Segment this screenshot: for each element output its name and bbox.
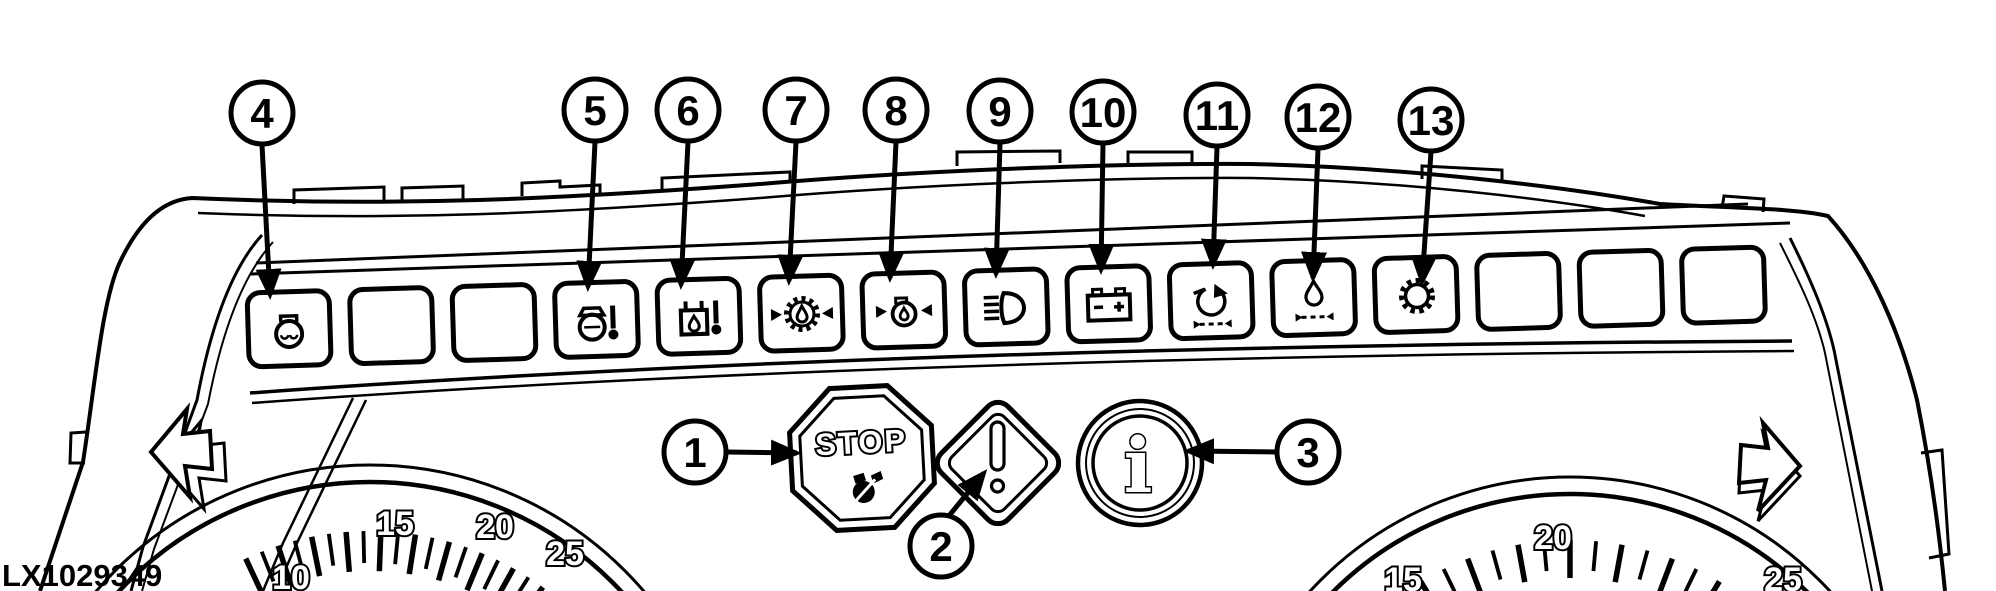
right-gauge-label: 25: [1764, 561, 1802, 591]
lamp-window-hydraulic-temp: [654, 275, 744, 357]
callout-1-label: 1: [683, 429, 706, 476]
leader-3: [1183, 438, 1278, 465]
callout-2: [907, 512, 975, 580]
leader-1: [726, 439, 802, 466]
callout-12-label: 12: [1295, 94, 1342, 141]
left-turn-arrow-icon: [148, 402, 228, 514]
callout-bubbles: 1 2 3 4 5 6 7 8 9 10 11 12 13: [228, 76, 1465, 580]
leader-2: [946, 469, 988, 519]
leader-11: [1200, 146, 1227, 270]
right-gauge-label: 15: [1384, 561, 1422, 591]
callout-7-label: 7: [784, 87, 807, 134]
callout-5: [561, 76, 629, 144]
callout-8-label: 8: [884, 87, 907, 134]
callout-11: [1183, 81, 1251, 149]
right-gauge: 15 20 25: [1308, 475, 1832, 591]
top-mount-tabs: [292, 149, 1766, 213]
right-mount-tab: [1920, 448, 1951, 560]
stop-indicator: STOP: [787, 383, 937, 533]
left-mount-tab: [68, 430, 87, 465]
lamp-window-empty-4: [1576, 247, 1666, 329]
left-gauge-label: 15: [376, 505, 414, 543]
lamp-window-engine-oil-pressure: [244, 288, 334, 370]
coolant-temperature-icon: [576, 305, 619, 342]
callout-13: [1397, 86, 1465, 154]
leader-10: [1088, 143, 1115, 275]
lamp-window-empty-2: [449, 282, 539, 363]
panel-outline: [38, 149, 1951, 591]
callout-3-label: 3: [1296, 429, 1319, 476]
figure-code: LX1029349: [2, 558, 162, 591]
leader-6: [669, 141, 696, 290]
right-turn-arrow-icon: [1736, 415, 1803, 523]
callout-11-label: 11: [1195, 92, 1239, 139]
headlight-icon: [983, 291, 1026, 326]
battery-icon: [1085, 286, 1133, 323]
left-gauge-label: 25: [546, 535, 584, 573]
lamp-window-coolant-temp: [552, 279, 641, 360]
leader-7: [777, 141, 804, 286]
callout-4: [228, 79, 296, 147]
engine-oil-pressure-icon: [274, 313, 305, 349]
lamp-window-gear: [1371, 254, 1461, 335]
leader-8: [878, 141, 905, 283]
callout-10: [1069, 78, 1137, 146]
lamp-window-air-restriction: [1166, 260, 1256, 342]
callout-10-label: 10: [1080, 89, 1127, 136]
callout-3: [1274, 418, 1342, 486]
callout-leaders: [255, 141, 1437, 519]
callout-9: [966, 77, 1034, 145]
lamp-window-battery: [1064, 263, 1153, 345]
callout-8: [862, 76, 930, 144]
warning-exclamation: [989, 420, 1006, 494]
callout-2-label: 2: [929, 523, 952, 570]
left-gauge-ticks: [243, 531, 546, 591]
right-gauge-ticks: [1418, 540, 1722, 591]
lamp-window-headlight: [962, 266, 1051, 348]
stop-label: STOP: [814, 423, 908, 463]
info-indicator: i: [1075, 398, 1205, 528]
gear-icon: [1399, 278, 1435, 314]
left-gauge: 10 15 20 25: [94, 463, 646, 591]
callout-13-label: 13: [1408, 97, 1455, 144]
leader-12: [1301, 148, 1327, 283]
callout-6: [654, 76, 722, 144]
hydraulic-oil-temperature-icon: [678, 300, 722, 337]
steering-oil-pressure-icon: [875, 296, 933, 328]
leader-4: [255, 144, 282, 300]
left-gauge-label: 10: [272, 559, 310, 591]
info-symbol: i: [1124, 421, 1153, 510]
engine-oil-glyph: [852, 471, 884, 504]
lamp-window-empty-5: [1679, 244, 1768, 326]
callout-5-label: 5: [583, 87, 606, 134]
left-gauge-label: 20: [476, 508, 514, 546]
callout-4-label: 4: [250, 90, 274, 137]
lamp-window-empty-1: [347, 285, 436, 366]
leader-13: [1410, 151, 1437, 287]
indicator-strip: [244, 244, 1768, 370]
callout-1: [661, 418, 729, 486]
callout-7: [762, 76, 830, 144]
right-gauge-label: 20: [1534, 519, 1572, 557]
leader-9: [983, 142, 1010, 279]
lamp-window-empty-3: [1474, 251, 1563, 332]
callout-12: [1284, 83, 1352, 151]
transmission-oil-pressure-icon: [770, 296, 834, 332]
callout-6-label: 6: [676, 87, 699, 134]
callout-9-label: 9: [988, 88, 1011, 135]
oil-level-icon: [1295, 277, 1334, 322]
leader-5: [576, 141, 603, 292]
air-restriction-icon: [1193, 283, 1232, 329]
